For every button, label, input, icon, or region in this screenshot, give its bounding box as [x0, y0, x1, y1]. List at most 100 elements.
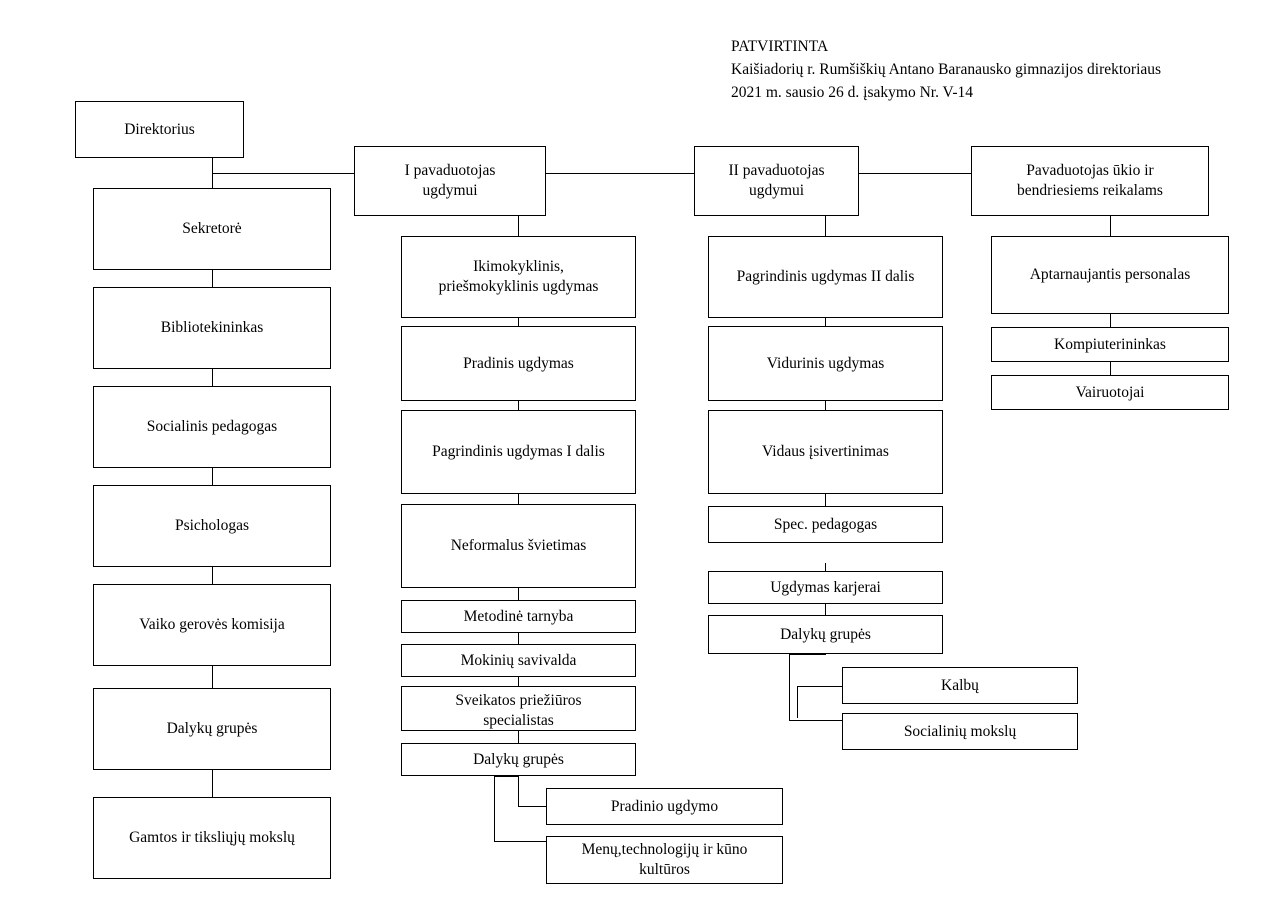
connector-col0-6 — [212, 770, 214, 797]
node-pagrindinis-ugdymas-ii-dalis[interactable]: Pagrindinis ugdymas II dalis — [708, 236, 943, 318]
node-label: Socialinių mokslų — [903, 722, 1017, 740]
connector-col1-6 — [518, 677, 520, 686]
connector-direktorius-sekretore — [212, 173, 214, 189]
connector-col1-branch-to-pradinio — [518, 806, 546, 808]
connector-col3-2 — [1110, 362, 1112, 375]
node-dalyku-grupes-kolona3[interactable]: Dalykų grupės — [708, 615, 943, 654]
node-socialinis-pedagogas[interactable]: Socialinis pedagogas — [93, 386, 331, 468]
node-ii-pavaduotojas-ugdymui[interactable]: II pavaduotojas ugdymui — [694, 146, 859, 216]
node-pagrindinis-ugdymas-i-dalis[interactable]: Pagrindinis ugdymas I dalis — [401, 410, 636, 494]
node-ikimokyklinis-priesmokyklinis[interactable]: Ikimokyklinis, priešmokyklinis ugdymas — [401, 236, 636, 318]
node-socialiniu-mokslu[interactable]: Socialinių mokslų — [842, 713, 1078, 750]
node-label: Sekretorė — [182, 220, 242, 238]
node-label: Aptarnaujantis personalas — [1029, 266, 1191, 284]
node-label: Socialinis pedagogas — [146, 418, 278, 436]
node-dalyku-grupes-kolona1[interactable]: Dalykų grupės — [93, 688, 331, 770]
connector-col1-2 — [518, 401, 520, 410]
node-label: Neformalus švietimas — [450, 537, 587, 555]
node-mokiniu-savivalda[interactable]: Mokinių savivalda — [401, 644, 636, 677]
connector-direktorius-stub — [212, 158, 214, 175]
node-kompiuterininkas[interactable]: Kompiuterininkas — [991, 327, 1229, 362]
node-label: Metodinė tarnyba — [463, 607, 574, 625]
node-gamtos-ir-tiksliuju-mokslu[interactable]: Gamtos ir tiksliųjų mokslų — [93, 797, 331, 879]
node-label: Pagrindinis ugdymas I dalis — [432, 443, 605, 461]
node-label: Kompiuterininkas — [1054, 335, 1166, 353]
connector-col1-3 — [518, 494, 520, 504]
connector-col3-1 — [1110, 314, 1112, 327]
node-label: Direktorius — [124, 120, 195, 138]
node-sveikatos-prieziuros-specialistas[interactable]: Sveikatos priežiūros specialistas — [401, 686, 636, 731]
connector-col2-0 — [825, 216, 827, 236]
connector-col2-branch-to-kalbu — [797, 686, 843, 688]
node-dalyku-grupes-kolona2[interactable]: Dalykų grupės — [401, 743, 636, 776]
node-label: Vaiko gerovės komisija — [139, 616, 285, 634]
node-menu-technologiju-ir-kuno-kulturos[interactable]: Menų,technologijų ir kūno kultūros — [546, 836, 783, 884]
connector-col0-3 — [212, 468, 214, 486]
node-aptarnaujantis-personalas[interactable]: Aptarnaujantis personalas — [991, 236, 1229, 314]
connector-top-bus — [212, 173, 992, 175]
connector-col2-4 — [825, 563, 827, 571]
connector-col0-1 — [212, 270, 214, 288]
node-vaiko-geroves-komisija[interactable]: Vaiko gerovės komisija — [93, 584, 331, 666]
node-vidurinis-ugdymas[interactable]: Vidurinis ugdymas — [708, 326, 943, 401]
node-label: Mokinių savivalda — [460, 651, 577, 669]
node-label: Vidurinis ugdymas — [766, 354, 885, 372]
node-label: Bibliotekininkas — [160, 319, 264, 337]
connector-col2-branch-trunk — [789, 654, 791, 721]
node-label: Dalykų grupės — [473, 750, 564, 768]
node-label: Pagrindinis ugdymas II dalis — [736, 268, 915, 286]
node-label: Spec. pedagogas — [773, 515, 878, 533]
connector-col1-1 — [518, 318, 520, 326]
node-label: Kalbų — [941, 676, 979, 694]
node-label: Pradinis ugdymas — [463, 354, 574, 372]
connector-col0-4 — [212, 567, 214, 585]
approval-block: PATVIRTINTA Kaišiadorių r. Rumšiškių Ant… — [731, 38, 1162, 101]
node-label: Dalykų grupės — [780, 625, 871, 643]
connector-col1-branch-bottom — [494, 841, 546, 843]
connector-col3-0 — [1110, 216, 1112, 236]
node-sekretore[interactable]: Sekretorė — [93, 188, 331, 270]
node-label: Psichologas — [174, 517, 250, 535]
node-label: Gamtos ir tiksliųjų mokslų — [129, 829, 295, 847]
connector-col1-4 — [518, 588, 520, 600]
connector-col1-branch-top — [494, 776, 519, 778]
node-label: Ikimokyklinis, priešmokyklinis ugdymas — [438, 258, 599, 295]
node-label: Ugdymas karjerai — [770, 578, 881, 596]
node-pavaduotojas-ukio-ir-bendriesiems-reikalams[interactable]: Pavaduotojas ūkio ir bendriesiems reikal… — [971, 146, 1209, 216]
node-label: Vairuotojai — [1075, 383, 1145, 401]
node-label: I pavaduotojas ugdymui — [404, 162, 496, 199]
node-pradinis-ugdymas[interactable]: Pradinis ugdymas — [401, 326, 636, 401]
node-vidaus-isivertinimas[interactable]: Vidaus įsivertinimas — [708, 410, 943, 494]
node-direktorius[interactable]: Direktorius — [75, 101, 244, 158]
node-label: Vidaus įsivertinimas — [762, 443, 889, 461]
node-spec-pedagogas[interactable]: Spec. pedagogas — [708, 506, 943, 543]
node-neformalus-svietimas[interactable]: Neformalus švietimas — [401, 504, 636, 588]
node-kalbu[interactable]: Kalbų — [842, 667, 1078, 704]
connector-col2-5 — [825, 604, 827, 615]
node-vairuotojai[interactable]: Vairuotojai — [991, 375, 1229, 410]
connector-col2-3 — [825, 494, 827, 506]
connector-col1-branch-trunk — [494, 776, 496, 842]
node-label: Pradinio ugdymo — [610, 797, 719, 815]
node-label: Sveikatos priežiūros specialistas — [455, 692, 582, 729]
connector-col2-branch-top — [789, 654, 826, 656]
connector-col1-5 — [518, 633, 520, 644]
connector-col1-0 — [518, 216, 520, 236]
node-metodine-tarnyba[interactable]: Metodinė tarnyba — [401, 600, 636, 633]
connector-col0-5 — [212, 666, 214, 688]
node-label: Dalykų grupės — [166, 720, 258, 738]
node-pradinio-ugdymo[interactable]: Pradinio ugdymo — [546, 788, 783, 825]
node-i-pavaduotojas-ugdymui[interactable]: I pavaduotojas ugdymui — [354, 146, 546, 216]
node-bibliotekininkas[interactable]: Bibliotekininkas — [93, 287, 331, 369]
connector-col1-branch-riser — [518, 776, 520, 807]
connector-col0-2 — [212, 369, 214, 387]
connector-col2-2 — [825, 401, 827, 410]
connector-col2-branch-riser — [797, 686, 799, 718]
connector-col2-1 — [825, 318, 827, 326]
node-label: II pavaduotojas ugdymui — [728, 162, 825, 199]
node-psichologas[interactable]: Psichologas — [93, 485, 331, 567]
node-label: Menų,technologijų ir kūno kultūros — [581, 841, 748, 878]
connector-col2-branch-bottom — [789, 720, 843, 722]
node-ugdymas-karjerai[interactable]: Ugdymas karjerai — [708, 571, 943, 604]
